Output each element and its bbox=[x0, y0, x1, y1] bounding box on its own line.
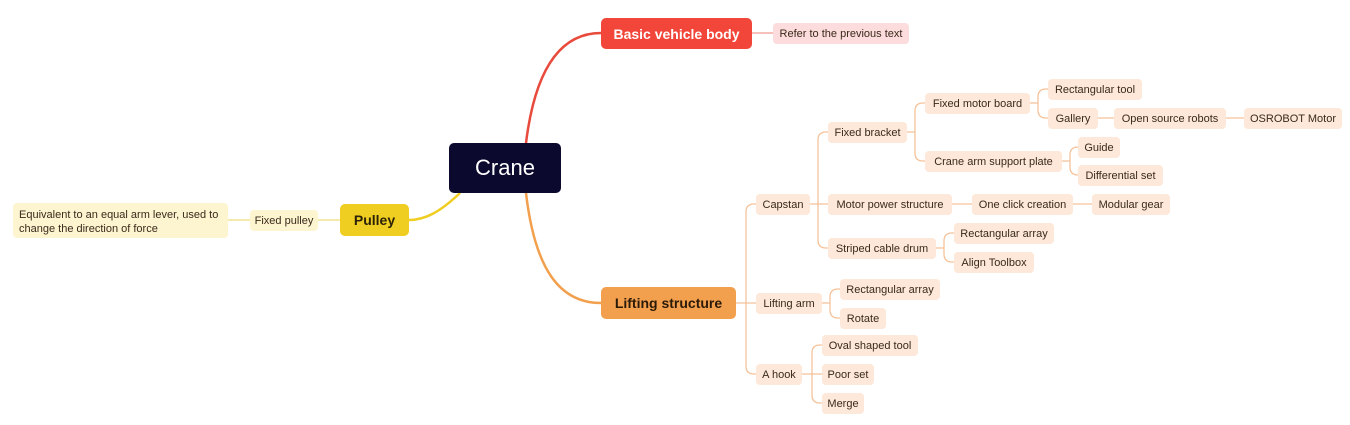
topic-striped-cable-drum[interactable]: Striped cable drum bbox=[828, 238, 936, 259]
topic-crane-arm-support-plate[interactable]: Crane arm support plate bbox=[925, 151, 1062, 172]
topic-fixed-bracket[interactable]: Fixed bracket bbox=[828, 122, 907, 143]
topic-lifting-structure[interactable]: Lifting structure bbox=[601, 287, 736, 319]
topic-gallery[interactable]: Gallery bbox=[1048, 108, 1098, 129]
topic-merge[interactable]: Merge bbox=[822, 393, 864, 414]
topic-pulley[interactable]: Pulley bbox=[340, 204, 409, 236]
link-root-basic bbox=[524, 31, 602, 144]
topic-oval-shaped-tool[interactable]: Oval shaped tool bbox=[822, 335, 918, 356]
topic-capstan[interactable]: Capstan bbox=[756, 194, 810, 215]
topic-guide[interactable]: Guide bbox=[1078, 137, 1120, 158]
topic-rectangular-tool[interactable]: Rectangular tool bbox=[1048, 79, 1142, 100]
topic-rectangular-array[interactable]: Rectangular array bbox=[954, 223, 1054, 244]
topic-lifting-arm[interactable]: Lifting arm bbox=[756, 293, 822, 314]
topic-differential-set[interactable]: Differential set bbox=[1078, 165, 1163, 186]
link-root-lifting bbox=[524, 192, 602, 305]
topic-rotate[interactable]: Rotate bbox=[840, 308, 886, 329]
topic-a-hook[interactable]: A hook bbox=[756, 364, 802, 385]
topic-basic-vehicle-body[interactable]: Basic vehicle body bbox=[601, 18, 752, 49]
link-root-pulley bbox=[408, 192, 461, 222]
topic-lifting-arm-rectangular-array[interactable]: Rectangular array bbox=[840, 279, 940, 300]
topic-modular-gear[interactable]: Modular gear bbox=[1092, 194, 1170, 215]
topic-one-click-creation[interactable]: One click creation bbox=[972, 194, 1073, 215]
topic-open-source-robots[interactable]: Open source robots bbox=[1114, 108, 1226, 129]
topic-align-toolbox[interactable]: Align Toolbox bbox=[954, 252, 1034, 273]
topic-motor-power-structure[interactable]: Motor power structure bbox=[828, 194, 952, 215]
topic-refer-previous-text[interactable]: Refer to the previous text bbox=[773, 23, 909, 44]
topic-poor-set[interactable]: Poor set bbox=[822, 364, 874, 385]
topic-pulley-description[interactable]: Equivalent to an equal arm lever, used t… bbox=[13, 203, 228, 238]
topic-osrobot-motor[interactable]: OSROBOT Motor bbox=[1244, 108, 1342, 129]
root-topic[interactable]: Crane bbox=[449, 143, 561, 193]
topic-fixed-pulley[interactable]: Fixed pulley bbox=[250, 210, 318, 231]
topic-fixed-motor-board[interactable]: Fixed motor board bbox=[925, 93, 1030, 114]
